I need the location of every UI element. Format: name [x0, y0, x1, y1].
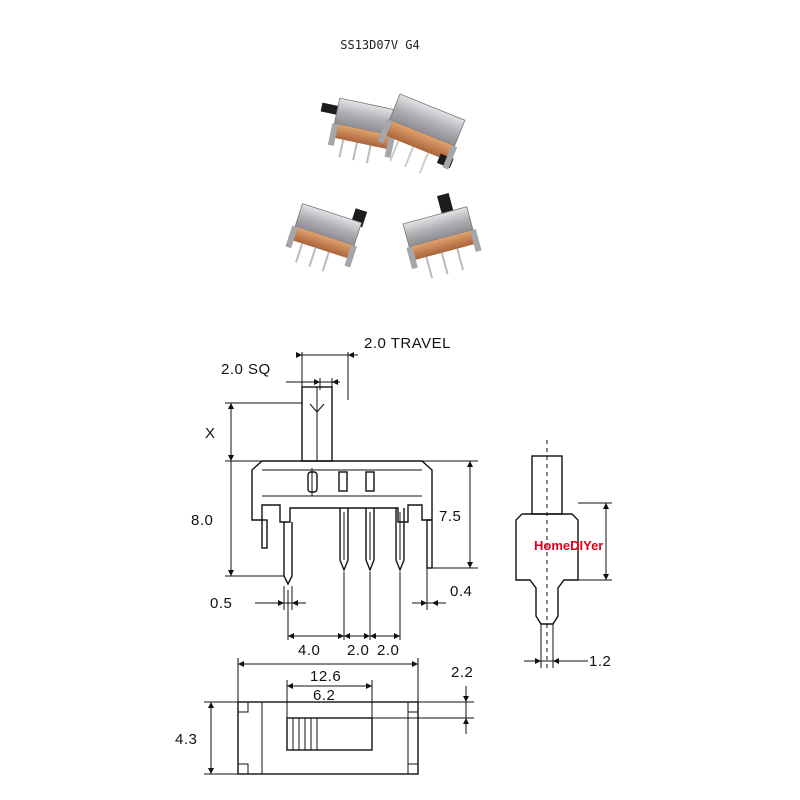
- dim-body-width: 4.3: [175, 731, 197, 748]
- dim-top-offset: 2.2: [451, 664, 473, 681]
- dim-pin-spacing-1: 2.0: [347, 642, 369, 659]
- dim-overall-height: 8.0: [191, 512, 213, 529]
- dim-actuator-sq: 2.0 SQ: [221, 361, 271, 378]
- switch-photo-1: [320, 97, 399, 164]
- dim-pin-spacing-2: 2.0: [377, 642, 399, 659]
- top-view: 12.6 6.2 2.2 4.3: [175, 658, 474, 775]
- dim-actuator-height: X: [205, 425, 216, 442]
- switch-photo-3: [285, 203, 368, 272]
- watermark-text: HomeDIYer: [534, 538, 603, 553]
- dim-pin-width: 0.5: [210, 595, 232, 612]
- dim-travel: 2.0 TRAVEL: [364, 335, 451, 352]
- product-photo: [285, 93, 482, 279]
- dim-slot-length: 6.2: [313, 687, 335, 704]
- model-number: SS13D07V G4: [340, 38, 420, 52]
- dim-body-length: 12.6: [310, 668, 341, 685]
- dim-pin-spacing-outer: 4.0: [298, 642, 320, 659]
- dim-body-height: 7.5: [439, 508, 461, 525]
- dim-side-pin-width: 1.2: [589, 653, 611, 670]
- switch-photo-4: [402, 193, 482, 279]
- switch-photo-2: [377, 93, 466, 174]
- side-view: 1.2 HomeDIYer: [515, 440, 612, 670]
- dim-lug-thickness: 0.4: [450, 583, 472, 600]
- front-view: 2.0 TRAVEL 2.0 SQ X 8.0 7.5 0.5 0.4 4.0 …: [191, 335, 478, 659]
